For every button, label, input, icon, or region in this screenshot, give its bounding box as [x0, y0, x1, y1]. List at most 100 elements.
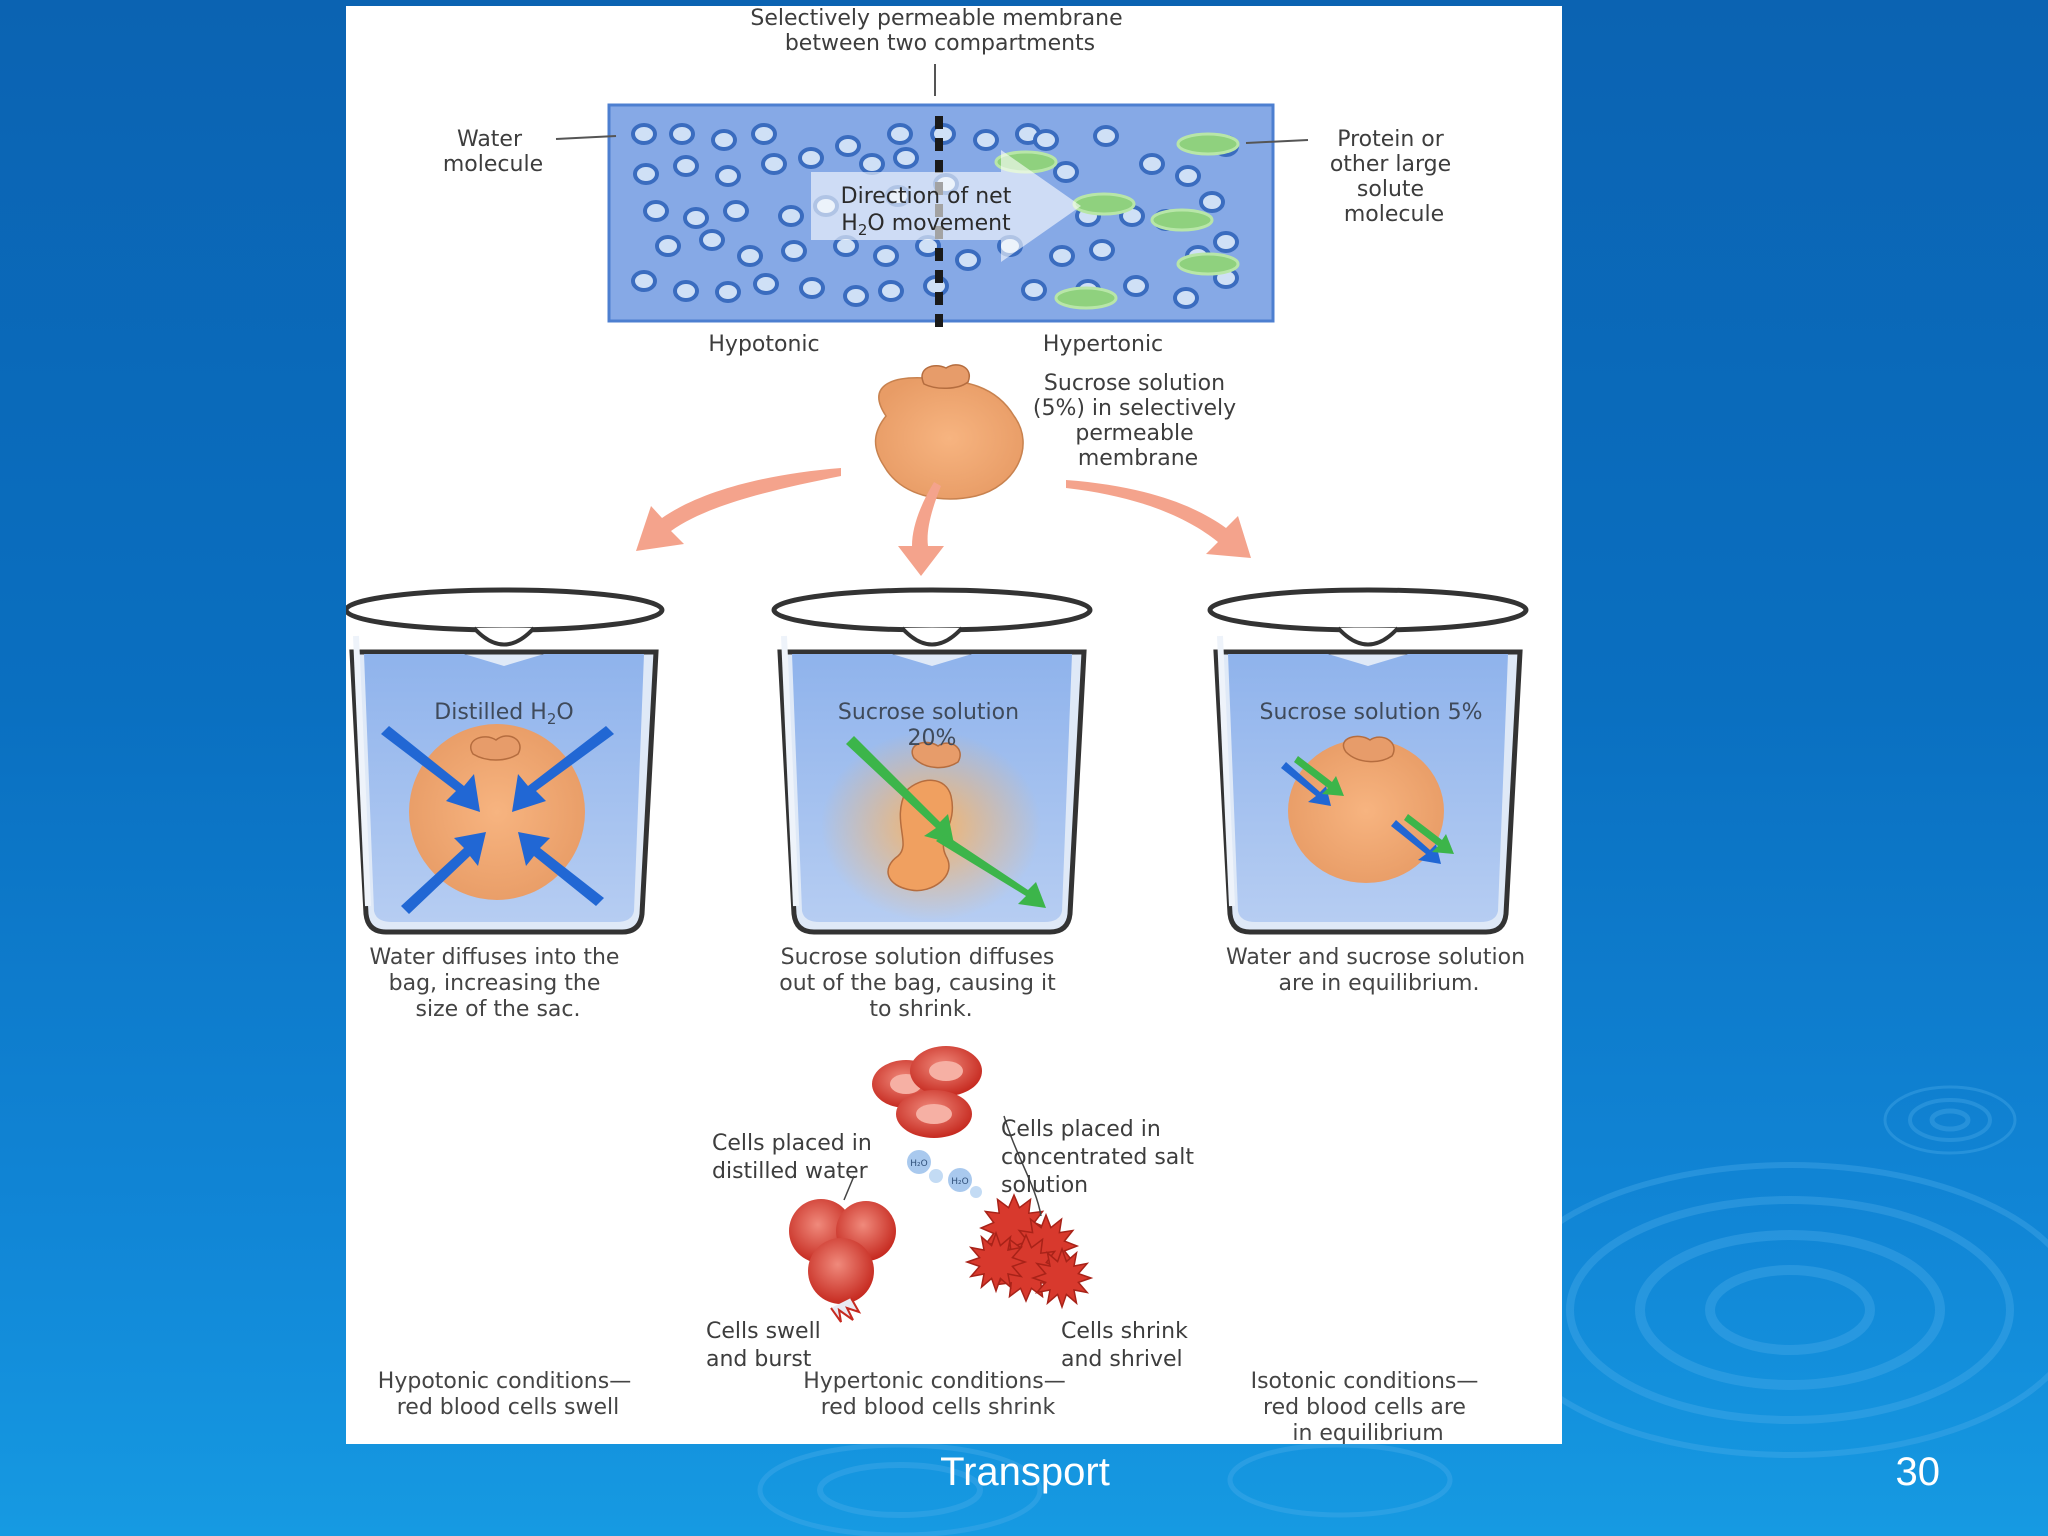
water-molecule — [887, 123, 913, 145]
osmosis-figure: Selectively permeable membrane between t… — [346, 6, 1562, 1444]
hypotonic-conditions-caption: Hypotonic conditions— red blood cells sw… — [378, 1369, 638, 1420]
hypertonic-label: Hypertonic — [1043, 332, 1163, 357]
beaker-1-title: Distilled H2O — [434, 700, 573, 728]
water-molecule — [843, 285, 869, 307]
beaker-spout — [1336, 626, 1400, 647]
water-molecule — [669, 123, 695, 145]
water-molecule — [1033, 129, 1059, 151]
water-molecule — [873, 245, 899, 267]
beaker-2-contents — [821, 731, 1046, 921]
water-molecule — [798, 147, 824, 169]
water-molecule — [761, 153, 787, 175]
net-movement-label: Direction of net — [841, 184, 1012, 209]
protein-molecule — [1054, 286, 1118, 310]
distribution-arrows — [636, 468, 1251, 576]
water-molecule — [781, 240, 807, 262]
beaker-rim — [346, 587, 665, 633]
water-molecule — [1021, 279, 1047, 301]
bag-label: Sucrose solution (5%) in selectively per… — [1033, 371, 1243, 471]
swollen-bursting-cells — [789, 1199, 896, 1323]
left-pointer — [843, 1175, 855, 1201]
hypotonic-label: Hypotonic — [708, 332, 819, 357]
water-molecule — [878, 280, 904, 302]
water-molecule — [1093, 125, 1119, 147]
beaker-3-title: Sucrose solution 5% — [1259, 700, 1482, 725]
bag-body — [874, 377, 1024, 500]
isotonic-conditions-caption: Isotonic conditions— red blood cells are… — [1251, 1369, 1486, 1444]
membrane-segment — [935, 314, 943, 327]
water-molecule — [699, 229, 725, 251]
water-molecule — [631, 123, 657, 145]
membrane-segment — [935, 292, 943, 305]
svg-text:H₂O: H₂O — [951, 1177, 968, 1187]
protein-molecule — [1176, 252, 1240, 276]
water-molecule-label: Water molecule — [443, 127, 543, 177]
water-molecule — [715, 165, 741, 187]
protein-molecule — [1176, 132, 1240, 156]
membrane-title: Selectively permeable membrane between t… — [750, 6, 1129, 56]
water-molecule — [683, 207, 709, 229]
membrane-segment — [935, 270, 943, 283]
water-molecule — [859, 153, 885, 175]
beaker-rim — [771, 587, 1093, 633]
cells-distilled-water-label: Cells placed in distilled water — [712, 1131, 879, 1184]
net-movement-line1: Direction of net — [841, 184, 1012, 209]
right-pointer — [1003, 1115, 1042, 1217]
net-movement-line2: H2O movement — [841, 211, 1011, 239]
membrane-title-line1: Selectively permeable membrane — [750, 6, 1122, 31]
red-blood-cells: H₂O H₂O Cells placed in distilled water … — [706, 1046, 1201, 1372]
water-molecule — [673, 280, 699, 302]
arrow-to-middle-beaker — [898, 482, 944, 576]
water-molecule — [711, 129, 737, 151]
normal-red-blood-cells — [872, 1046, 982, 1138]
water-molecule — [1123, 275, 1149, 297]
bag-tie — [921, 364, 971, 389]
cells-salt-solution-label: Cells placed in concentrated salt soluti… — [1001, 1117, 1201, 1198]
water-molecule — [893, 147, 919, 169]
water-molecule — [737, 245, 763, 267]
h2o-bubbles: H₂O H₂O — [907, 1150, 982, 1198]
protein-molecule — [1150, 208, 1214, 232]
net-movement-arrow: Direction of net H2O movement — [811, 150, 1081, 262]
water-molecule — [723, 200, 749, 222]
svg-text:H₂O: H₂O — [910, 1159, 927, 1169]
water-molecule — [753, 273, 779, 295]
water-molecule — [1053, 161, 1079, 183]
beaker-2-caption: Sucrose solution diffuses out of the bag… — [779, 945, 1062, 1022]
balanced-arrows — [1281, 756, 1454, 864]
membrane-segment — [935, 116, 943, 129]
arrow-to-right-beaker — [1066, 480, 1251, 558]
membrane-diagram: Selectively permeable membrane between t… — [443, 6, 1458, 357]
ripple-decoration — [757, 1085, 2048, 1536]
arrow-to-left-beaker — [636, 468, 841, 551]
cells-shrink-label: Cells shrink and shrivel — [1061, 1319, 1195, 1372]
slide-footer-title: Transport — [940, 1450, 1110, 1494]
membrane-segment — [935, 138, 943, 151]
slide-number: 30 — [1895, 1450, 1941, 1494]
water-molecule — [1173, 287, 1199, 309]
water-molecule — [751, 123, 777, 145]
equilibrium-bag — [1288, 739, 1444, 883]
beaker-spout — [900, 626, 964, 647]
beaker-3-caption: Water and sucrose solution are in equili… — [1226, 945, 1532, 996]
beaker-highlight — [781, 635, 799, 907]
beaker-highlight — [1217, 635, 1235, 907]
water-molecule — [1175, 165, 1201, 187]
water-molecule — [973, 129, 999, 151]
water-molecule — [631, 270, 657, 292]
hypertonic-conditions-caption: Hypertonic conditions— red blood cells s… — [803, 1369, 1073, 1420]
water-molecule — [1213, 231, 1239, 253]
water-molecule — [643, 200, 669, 222]
beaker-rim — [1207, 587, 1529, 633]
shrunken-crenated-cells — [964, 1193, 1094, 1310]
water-molecule — [1089, 239, 1115, 261]
beaker-2-title: Sucrose solution 20% — [838, 700, 1026, 751]
sucrose-outflow-arrows — [846, 736, 1046, 908]
water-molecule — [955, 249, 981, 271]
membrane-segment — [935, 248, 943, 261]
water-inflow-arrows — [381, 726, 614, 914]
protein-molecule-label: Protein or other large solute molecule — [1330, 127, 1458, 227]
water-molecule — [835, 135, 861, 157]
water-molecule — [633, 163, 659, 185]
